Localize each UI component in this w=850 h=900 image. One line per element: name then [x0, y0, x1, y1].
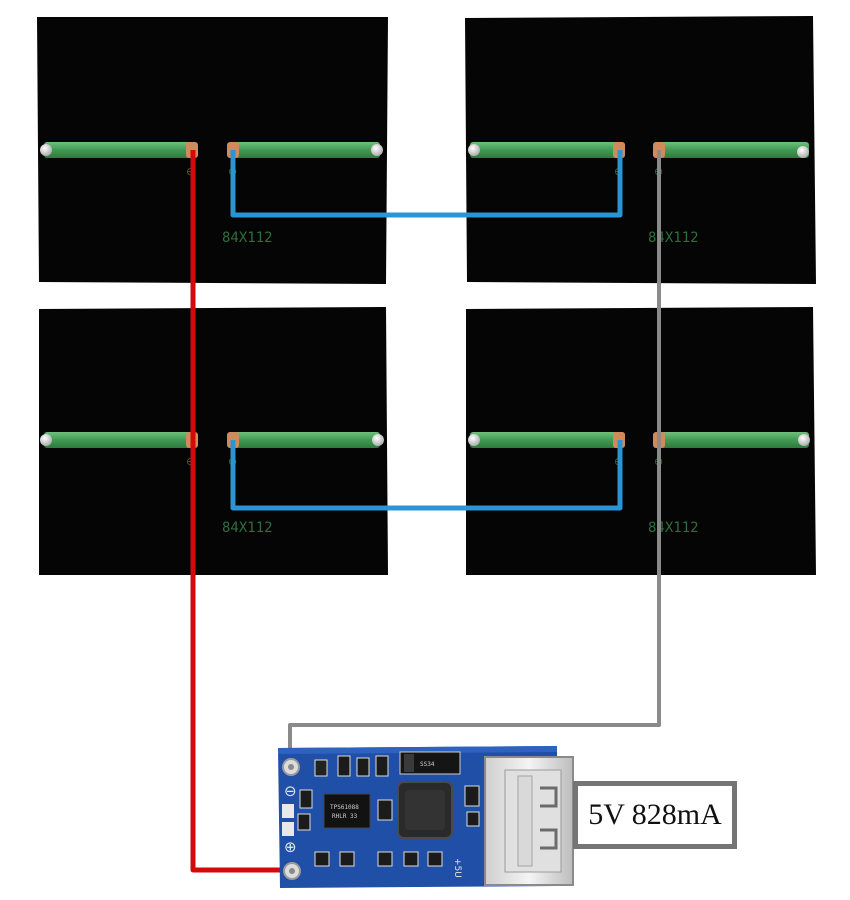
boost-converter-module: ⊖ ⊕ SS34 TPS61088 RHLR 33 +5U — [278, 746, 574, 888]
solar-panel-top-left: ⊖ ⊕ 84X112 — [37, 17, 388, 284]
smd-capacitor — [314, 759, 328, 777]
terminal-pin-right — [371, 144, 383, 156]
smd-part — [297, 813, 311, 831]
bus-bar-left — [44, 142, 197, 158]
panel-size-label: 84X112 — [648, 230, 699, 246]
terminal-pin-right — [372, 434, 384, 446]
bus-bar-right — [654, 432, 809, 448]
smd-part — [403, 851, 419, 867]
usb-spring-bottom — [540, 828, 558, 850]
minus-terminal-hole — [288, 764, 294, 770]
ic-marking: TPS61088 — [330, 804, 359, 811]
pcb-edge-shade — [278, 746, 557, 754]
diode-band — [404, 754, 414, 772]
smd-part — [299, 789, 313, 809]
smd-capacitor — [377, 799, 393, 821]
smd-part — [464, 785, 480, 807]
inductor-top — [405, 790, 445, 830]
usb-spring-top — [540, 786, 558, 808]
smd-part — [466, 811, 480, 827]
smd-part — [377, 851, 393, 867]
diode-marking: SS34 — [420, 761, 435, 768]
edge-pad — [282, 822, 294, 836]
series-link-wire-top — [230, 150, 623, 218]
smd-resistor — [337, 755, 351, 777]
smd-resistor — [356, 757, 370, 777]
usb-a-opening — [504, 769, 562, 873]
bus-bar-left — [470, 142, 625, 158]
smd-part — [314, 851, 330, 867]
series-link-wire-bottom — [230, 440, 623, 511]
terminal-pin-left — [40, 144, 52, 156]
bus-bar-right — [228, 142, 380, 158]
output-label: +5U — [452, 858, 462, 878]
output-readout-label: 5V 828mA — [588, 798, 722, 831]
usb-tongue — [517, 775, 533, 867]
bus-bar-left — [44, 432, 197, 448]
bus-bar-right — [654, 142, 809, 158]
edge-pad — [282, 804, 294, 818]
smd-resistor — [375, 755, 389, 777]
positive-wire — [190, 150, 293, 873]
solar-panel-top-right: ⊕ ⊖ 84X112 — [465, 16, 816, 284]
smd-part — [339, 851, 355, 867]
solar-panel-bottom-right: ⊕ ⊖ 84X112 — [466, 307, 816, 575]
plus-terminal-label: ⊕ — [284, 838, 297, 856]
ic-chip — [323, 793, 371, 829]
solar-panel-bottom-left: ⊖ ⊕ 84X112 — [39, 307, 388, 575]
output-readout-box: 5V 828mA — [573, 781, 737, 849]
terminal-pin-left — [468, 144, 480, 156]
minus-terminal-label: ⊖ — [284, 782, 297, 800]
diode — [399, 751, 461, 775]
terminal-pin-left — [40, 434, 52, 446]
bus-bar-right — [228, 432, 380, 448]
terminal-pin-left — [468, 434, 480, 446]
panel-size-label: 84X112 — [222, 230, 273, 246]
bus-bar-left — [470, 432, 625, 448]
negative-wire — [288, 150, 661, 766]
smd-part — [427, 851, 443, 867]
panel-size-label: 84X112 — [222, 520, 273, 536]
terminal-pin-right — [797, 146, 809, 158]
terminal-pin-right — [798, 434, 810, 446]
ic-marking-2: RHLR 33 — [332, 813, 358, 820]
plus-terminal-hole — [289, 868, 295, 874]
panel-size-label: 84X112 — [648, 520, 699, 536]
